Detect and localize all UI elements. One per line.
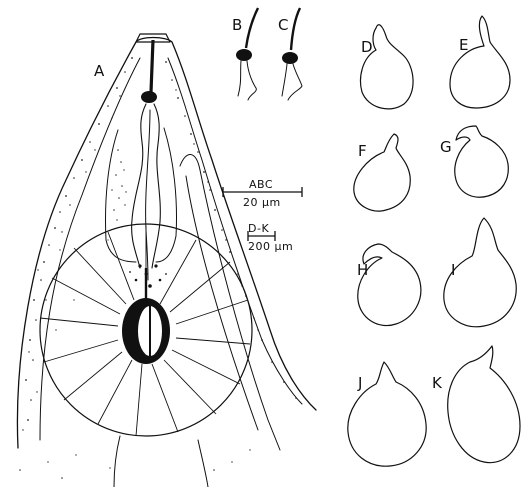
stipple-left xyxy=(22,57,133,431)
panel-h-outline xyxy=(358,244,421,326)
panel-label-f: F xyxy=(358,142,367,160)
panel-label-d: D xyxy=(361,38,373,56)
oesophagus-sheath xyxy=(106,128,177,262)
panel-e-outline xyxy=(450,16,510,108)
panel-c-knob xyxy=(282,52,298,64)
panel-label-k: K xyxy=(432,374,443,392)
scale-abc-value: 20 µm xyxy=(243,196,281,209)
scale-abc-label: ABC xyxy=(249,178,273,191)
oesophagus-stipple xyxy=(111,149,126,221)
panel-label-b: B xyxy=(232,16,242,34)
panel-label-j: J xyxy=(357,374,362,392)
lateral-canal-inner xyxy=(186,176,258,430)
panel-a-drawing xyxy=(17,34,316,487)
panel-c-tube xyxy=(282,64,302,100)
panel-b-knob xyxy=(236,49,252,61)
panel-label-i: I xyxy=(451,261,455,279)
oesophagus-right xyxy=(152,104,160,268)
scale-dk-value: 200 µm xyxy=(248,240,293,253)
panel-label-e: E xyxy=(459,36,468,54)
panel-g-outline xyxy=(455,126,509,197)
oesophagus-left xyxy=(132,104,146,268)
panel-b-stylet xyxy=(246,8,258,48)
stylet-knob xyxy=(141,91,157,103)
intestine-outline xyxy=(114,436,208,487)
panel-label-h: H xyxy=(357,261,368,279)
panel-b-tube xyxy=(238,61,256,100)
panel-c-stylet xyxy=(291,8,300,50)
scale-dk-label: D-K xyxy=(248,222,269,235)
panel-label-c: C xyxy=(278,16,288,34)
buccal-stylet xyxy=(151,40,153,92)
panel-k-outline xyxy=(448,346,520,463)
panel-label-a: A xyxy=(94,62,105,80)
panel-label-g: G xyxy=(440,138,452,156)
